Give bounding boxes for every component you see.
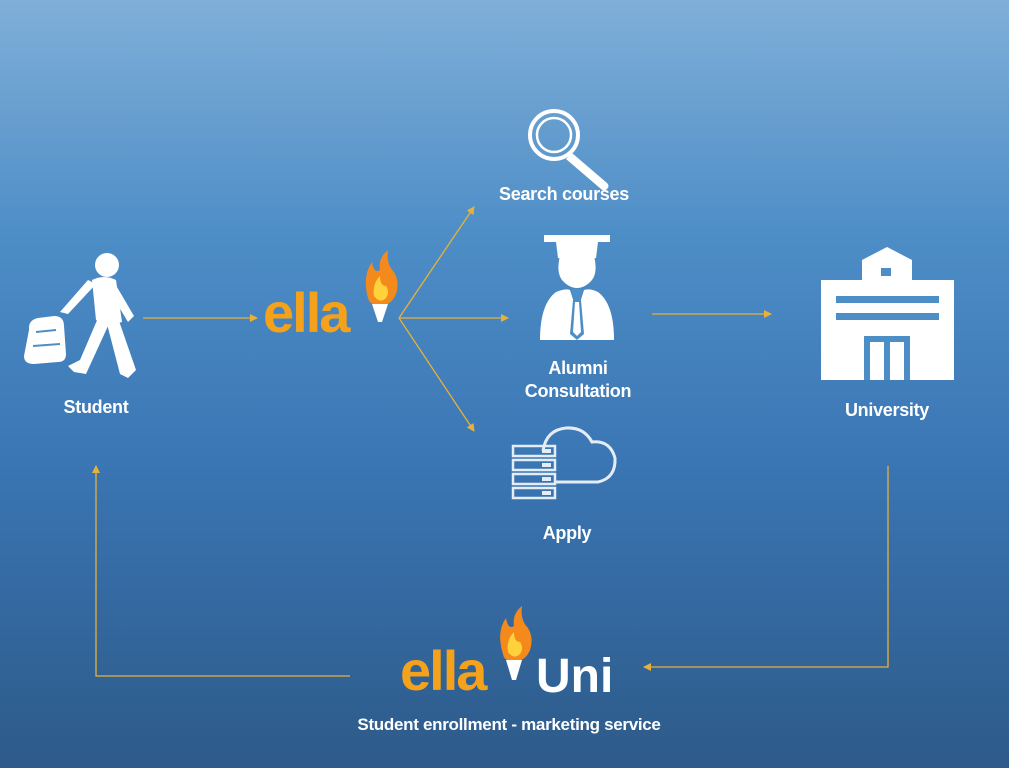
ella-logo-text: ella bbox=[263, 281, 351, 344]
arrow-ella-to-apply bbox=[398, 317, 475, 432]
ella-uni-caption: Student enrollment - marketing service bbox=[357, 715, 661, 734]
search-courses-label: Search courses bbox=[499, 184, 629, 204]
student-label: Student bbox=[63, 397, 129, 417]
alumni-consultation-label: Alumni Consultation bbox=[498, 357, 658, 403]
torch-flame-icon bbox=[500, 606, 532, 680]
alumni-label-line2: Consultation bbox=[524, 381, 632, 401]
arrow-university-to-ellauni bbox=[643, 466, 889, 671]
ella-uni-logo-text: ella bbox=[400, 639, 488, 702]
arrow-ellauni-to-student bbox=[92, 465, 350, 677]
apply-label: Apply bbox=[542, 523, 592, 543]
torch-flame-icon bbox=[365, 250, 398, 322]
alumni-label-line1: Alumni bbox=[548, 358, 608, 378]
ella-uni-suffix: Uni bbox=[536, 650, 613, 703]
arrow-ella-to-search bbox=[398, 206, 475, 319]
university-label: University bbox=[844, 400, 930, 420]
